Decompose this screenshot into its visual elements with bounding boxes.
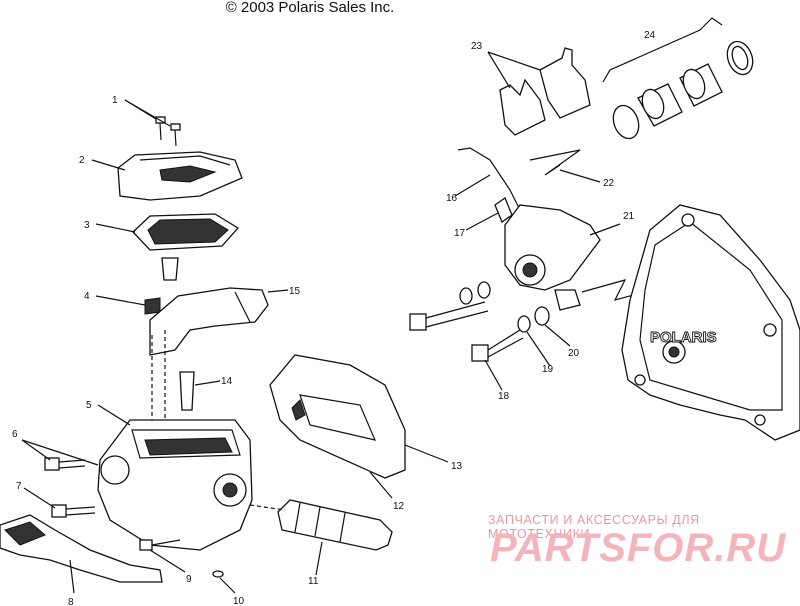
part-1-screws <box>124 99 181 147</box>
copyright-text: © 2003 Polaris Sales Inc. <box>225 0 395 16</box>
part-10-washer <box>212 570 236 594</box>
callout-15: 15 <box>289 286 301 297</box>
watermark-subtitle: ЗАПЧАСТИ И АКСЕССУАРЫ ДЛЯ МОТОТЕХНИКИ <box>488 513 700 541</box>
callout-22: 22 <box>603 178 615 189</box>
watermark-logo: PARTSFOR.RU <box>490 526 787 570</box>
callout-24: 24 <box>644 30 656 41</box>
callout-14: 14 <box>221 376 233 387</box>
callout-9: 9 <box>186 574 192 585</box>
callout-5: 5 <box>86 400 92 411</box>
callout-13: 13 <box>451 461 463 472</box>
part-8-brake-lever <box>0 514 163 594</box>
callout-12: 12 <box>393 501 405 512</box>
callout-6: 6 <box>12 429 18 440</box>
polaris-brand-mark: POLARIS <box>650 329 717 346</box>
part-24-caliper-pistons <box>602 17 754 140</box>
callout-7: 7 <box>16 481 22 492</box>
part-16-brake-line <box>454 147 521 211</box>
plunger <box>161 257 179 281</box>
part-7-bolt <box>23 487 96 518</box>
callout-3: 3 <box>84 220 90 231</box>
part-6-bolt <box>21 439 99 471</box>
callout-11: 11 <box>308 576 319 587</box>
part-11-piston <box>249 499 393 576</box>
callout-labels: 1 2 3 4 5 6 7 8 9 10 11 12 13 14 15 16 1… <box>12 30 656 606</box>
callout-4: 4 <box>84 291 90 302</box>
callout-17: 17 <box>454 228 466 239</box>
part-19-20-washers <box>517 306 571 367</box>
part-3-diaphragm <box>95 213 240 251</box>
callout-19: 19 <box>542 364 554 375</box>
part-2-reservoir-cover <box>91 151 243 201</box>
part-22-clip <box>529 149 601 183</box>
callout-2: 2 <box>79 155 85 166</box>
callout-20: 20 <box>568 348 580 359</box>
part-18-bolt <box>409 281 524 391</box>
callout-10: 10 <box>233 596 245 606</box>
callout-23: 23 <box>471 41 483 52</box>
part-9-bolt <box>139 539 186 573</box>
part-21-caliper <box>504 204 621 311</box>
callout-16: 16 <box>446 193 458 204</box>
callout-1: 1 <box>112 95 118 106</box>
part-23-brake-pads <box>487 47 591 136</box>
part-5-master-cylinder <box>97 404 253 551</box>
part-12-13-cover <box>269 354 449 499</box>
assembly-guides <box>151 330 166 420</box>
part-14-pin <box>179 371 221 411</box>
callout-21: 21 <box>623 211 635 222</box>
part-15-lever <box>149 287 289 356</box>
chaincase-cover: POLARIS <box>621 204 800 441</box>
callout-8: 8 <box>68 597 74 606</box>
callout-18: 18 <box>498 391 510 402</box>
part-4-spring <box>95 295 161 315</box>
